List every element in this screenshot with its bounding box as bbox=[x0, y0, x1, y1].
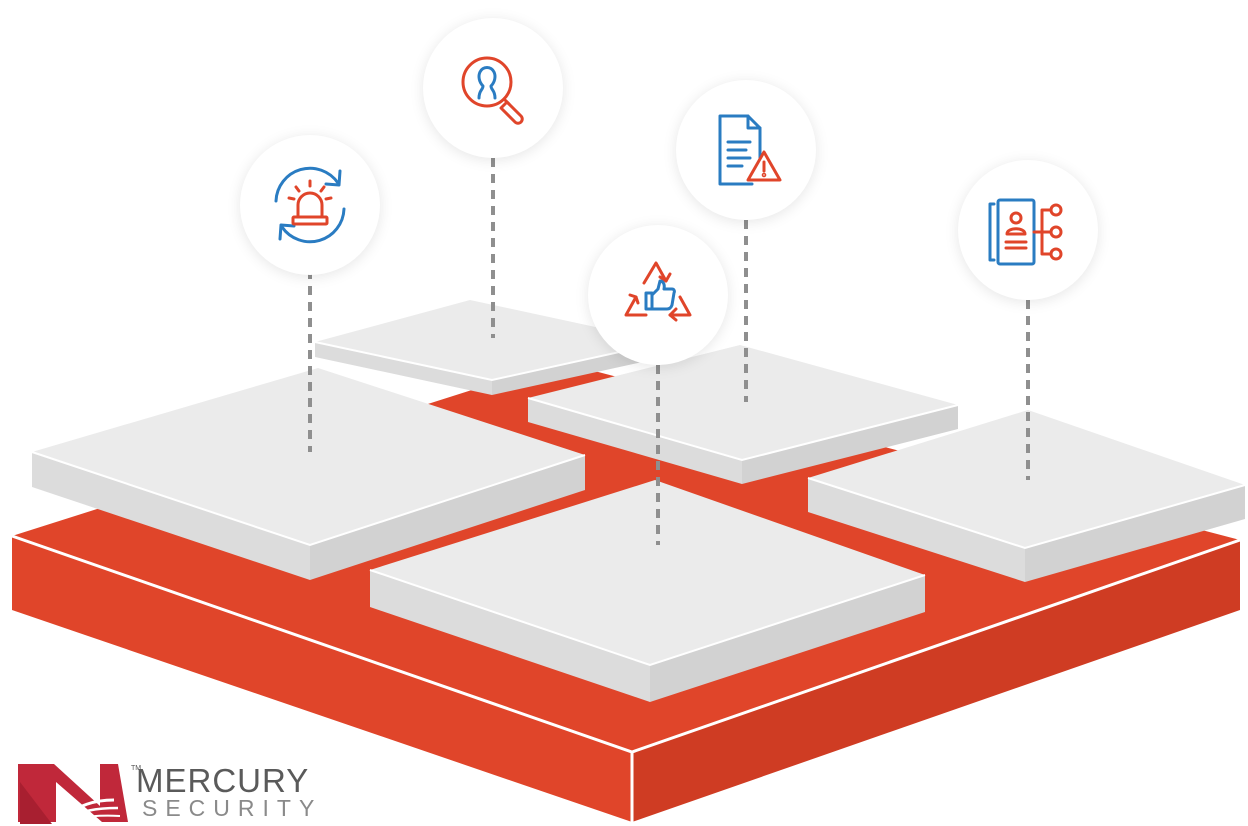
brand-name-line2: SECURITY bbox=[142, 795, 323, 821]
slab-left bbox=[31, 368, 586, 580]
trademark-mark: TM bbox=[131, 765, 142, 772]
slab-back bbox=[314, 300, 666, 395]
id-card-hierarchy-icon bbox=[988, 198, 1063, 266]
brand-name-line1: MERCURY bbox=[136, 762, 310, 799]
mercury-wing-logo-icon bbox=[18, 764, 128, 824]
person-search-icon bbox=[461, 56, 524, 125]
recycle-thumbs-up-bubble bbox=[588, 225, 728, 365]
document-warning-icon bbox=[718, 114, 782, 186]
connector-lines bbox=[308, 158, 1030, 545]
id-card-hierarchy-bubble bbox=[958, 160, 1098, 300]
slab-middle-right bbox=[527, 345, 959, 484]
slab-front-center bbox=[369, 480, 926, 702]
alarm-refresh-icon bbox=[274, 166, 346, 244]
document-warning-bubble bbox=[676, 80, 816, 220]
alarm-refresh-bubble bbox=[240, 135, 380, 275]
recycle-thumbs-up-icon bbox=[624, 261, 692, 322]
mercury-security-logo: TM MERCURY SECURITY bbox=[18, 760, 318, 824]
person-search-bubble bbox=[423, 18, 563, 158]
